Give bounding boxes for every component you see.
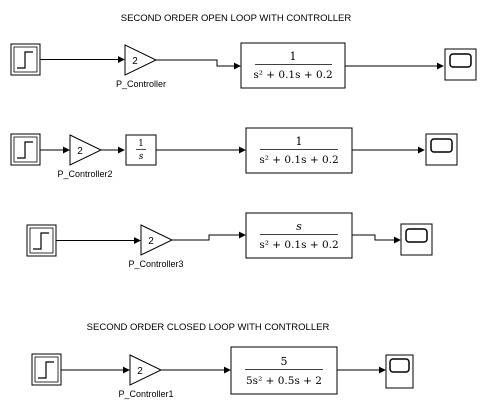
gain-block[interactable]: 2 (129, 354, 163, 386)
title-open-loop: SECOND ORDER OPEN LOOP WITH CONTROLLER (121, 13, 352, 24)
step-source-block[interactable] (10, 43, 41, 76)
transfer-function-block[interactable]: s s² + 0.1s + 0.2 (245, 212, 353, 259)
scope-block[interactable] (444, 48, 477, 81)
signal-line (172, 231, 246, 241)
tf-denominator: s² + 0.1s + 0.2 (253, 69, 332, 81)
step-source-block[interactable] (31, 353, 62, 386)
transfer-function-block[interactable]: 1 s² + 0.1s + 0.2 (245, 127, 353, 174)
tf-numerator: 1 (290, 50, 297, 63)
gain-value: 2 (137, 366, 143, 377)
gain-value: 2 (132, 56, 138, 67)
scope-icon (389, 358, 410, 373)
step-icon (33, 232, 49, 250)
gain-label: P_Controller2 (57, 169, 112, 179)
gain-block[interactable]: 2 (140, 224, 174, 256)
tf-denominator: 5s² + 0.5s + 2 (246, 375, 322, 387)
gain-label: P_Controller (116, 79, 166, 89)
row-3: 2 P_Controller3 s s² + 0.1s + 0.2 (26, 212, 433, 269)
tf-numerator: 5 (281, 355, 288, 368)
title-closed-loop: SECOND ORDER CLOSED LOOP WITH CONTROLLER (87, 322, 330, 333)
gain-label: P_Controller3 (128, 259, 183, 269)
gain-value: 2 (77, 146, 83, 157)
row-1: 2 P_Controller 1 s² + 0.1s + 0.2 (10, 42, 477, 89)
tf-denominator: s² + 0.1s + 0.2 (259, 154, 338, 166)
transfer-function-block[interactable]: 1 s² + 0.1s + 0.2 (240, 42, 346, 89)
integrator-numerator: 1 (138, 139, 144, 149)
gain-value: 2 (148, 236, 154, 247)
scope-icon (405, 228, 428, 243)
gain-block[interactable]: 2 (69, 134, 103, 166)
step-icon (17, 51, 33, 69)
row-2: 2 P_Controller2 1 s 1 s² + 0.1s + 0.2 (10, 127, 458, 179)
step-icon (17, 141, 33, 159)
step-source-block[interactable] (10, 133, 41, 166)
scope-icon (430, 138, 453, 153)
gain-block[interactable]: 2 (124, 44, 158, 76)
tf-numerator: s (296, 220, 302, 233)
gain-label: P_Controller1 (118, 389, 173, 399)
integrator-block[interactable]: 1 s (125, 134, 157, 166)
scope-icon (449, 53, 472, 68)
tf-denominator: s² + 0.1s + 0.2 (259, 239, 338, 251)
transfer-function-block[interactable]: 5 5s² + 0.5s + 2 (230, 346, 338, 395)
signal-line (352, 234, 401, 244)
scope-block[interactable] (385, 354, 414, 389)
step-source-block[interactable] (26, 224, 57, 257)
row-4: 2 P_Controller1 5 5s² + 0.5s + 2 (31, 346, 414, 399)
scope-block[interactable] (425, 133, 458, 166)
scope-block[interactable] (400, 223, 433, 256)
step-icon (38, 361, 54, 379)
tf-numerator: 1 (296, 135, 303, 148)
signal-line (156, 59, 241, 70)
integrator-denominator: s (139, 152, 144, 162)
